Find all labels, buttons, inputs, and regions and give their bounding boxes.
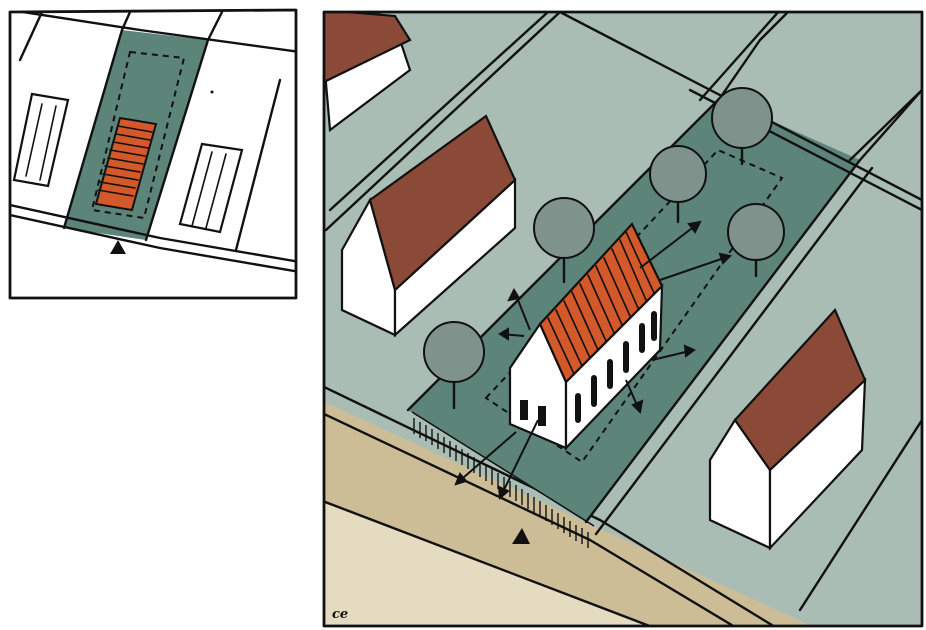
signature: ce: [332, 607, 348, 622]
